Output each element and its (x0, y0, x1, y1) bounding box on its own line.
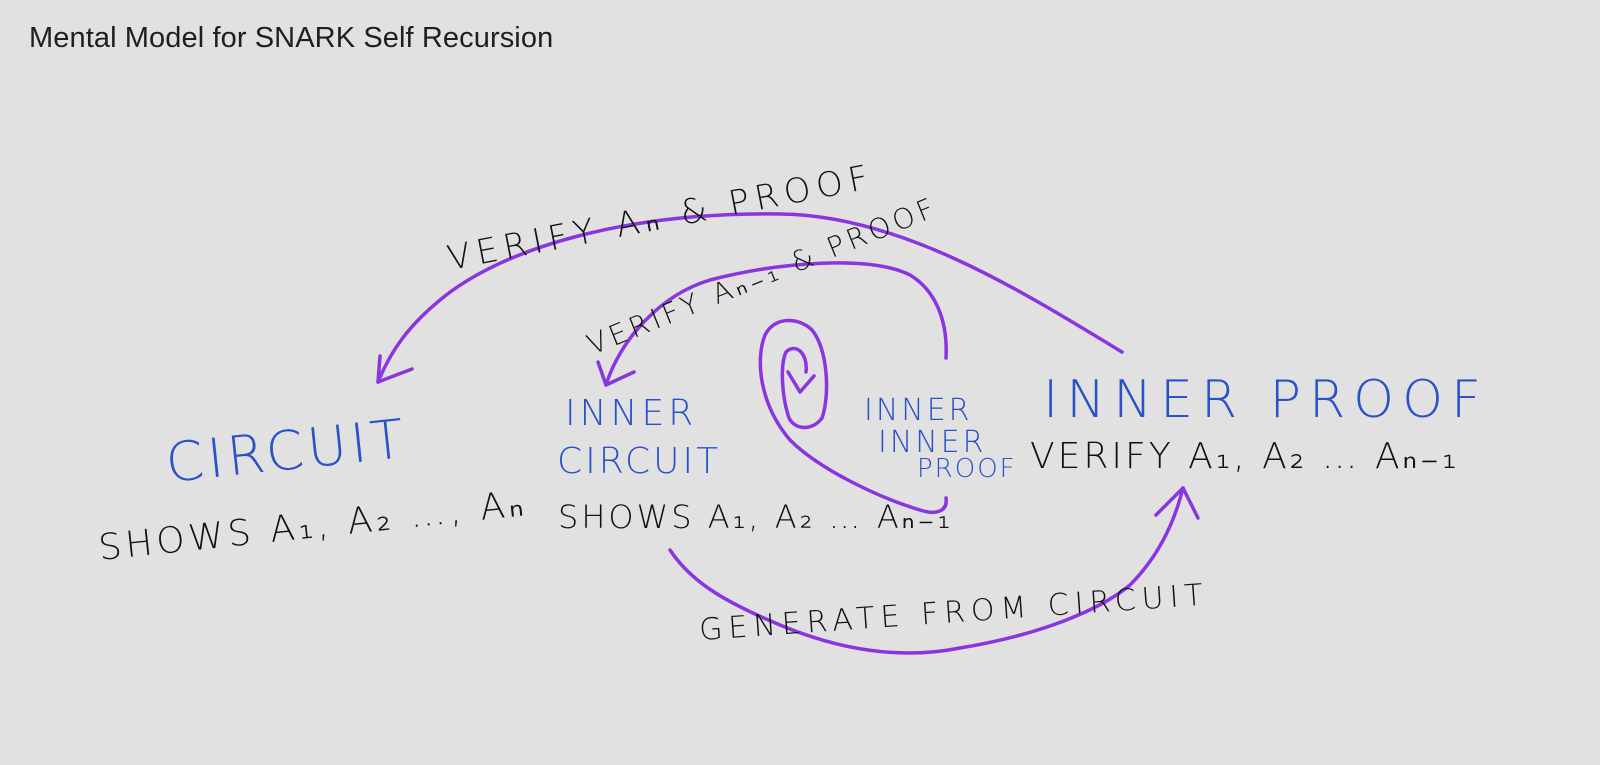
page-title: Mental Model for SNARK Self Recursion (29, 22, 554, 54)
generate-label: GENERATE FROM CIRCUIT (698, 577, 1210, 648)
verify-an-arrow (376, 212, 1124, 384)
inner-inner-proof-line1: INNER (864, 393, 973, 428)
inner-circuit-label-line2: CIRCUIT (557, 441, 721, 482)
circuit-label: CIRCUIT (163, 407, 411, 495)
verify-an-1-arrow (604, 261, 948, 387)
inner-inner-proof-line2: INNER (878, 425, 987, 460)
inner-circuit-caption: SHOWS A₁, A₂ … Aₙ₋₁ (558, 498, 953, 536)
verify-an-arrowhead (376, 354, 414, 384)
generate-arrowhead (1154, 486, 1200, 520)
inner-proof-caption: VERIFY A₁, A₂ … Aₙ₋₁ (1030, 436, 1459, 477)
inner-inner-proof-line3: PROOF (917, 454, 1017, 484)
circuit-caption: SHOWS A₁, A₂ …, Aₙ (97, 483, 529, 569)
inner-circuit-label-line1: INNER (565, 393, 697, 434)
generate-arrow (668, 486, 1185, 655)
inner-proof-label: INNER PROOF (1043, 370, 1489, 430)
recursion-spiral (758, 318, 948, 514)
verify-an-1-arrowhead (596, 360, 636, 387)
recursion-spiral-arrowhead (786, 370, 816, 394)
